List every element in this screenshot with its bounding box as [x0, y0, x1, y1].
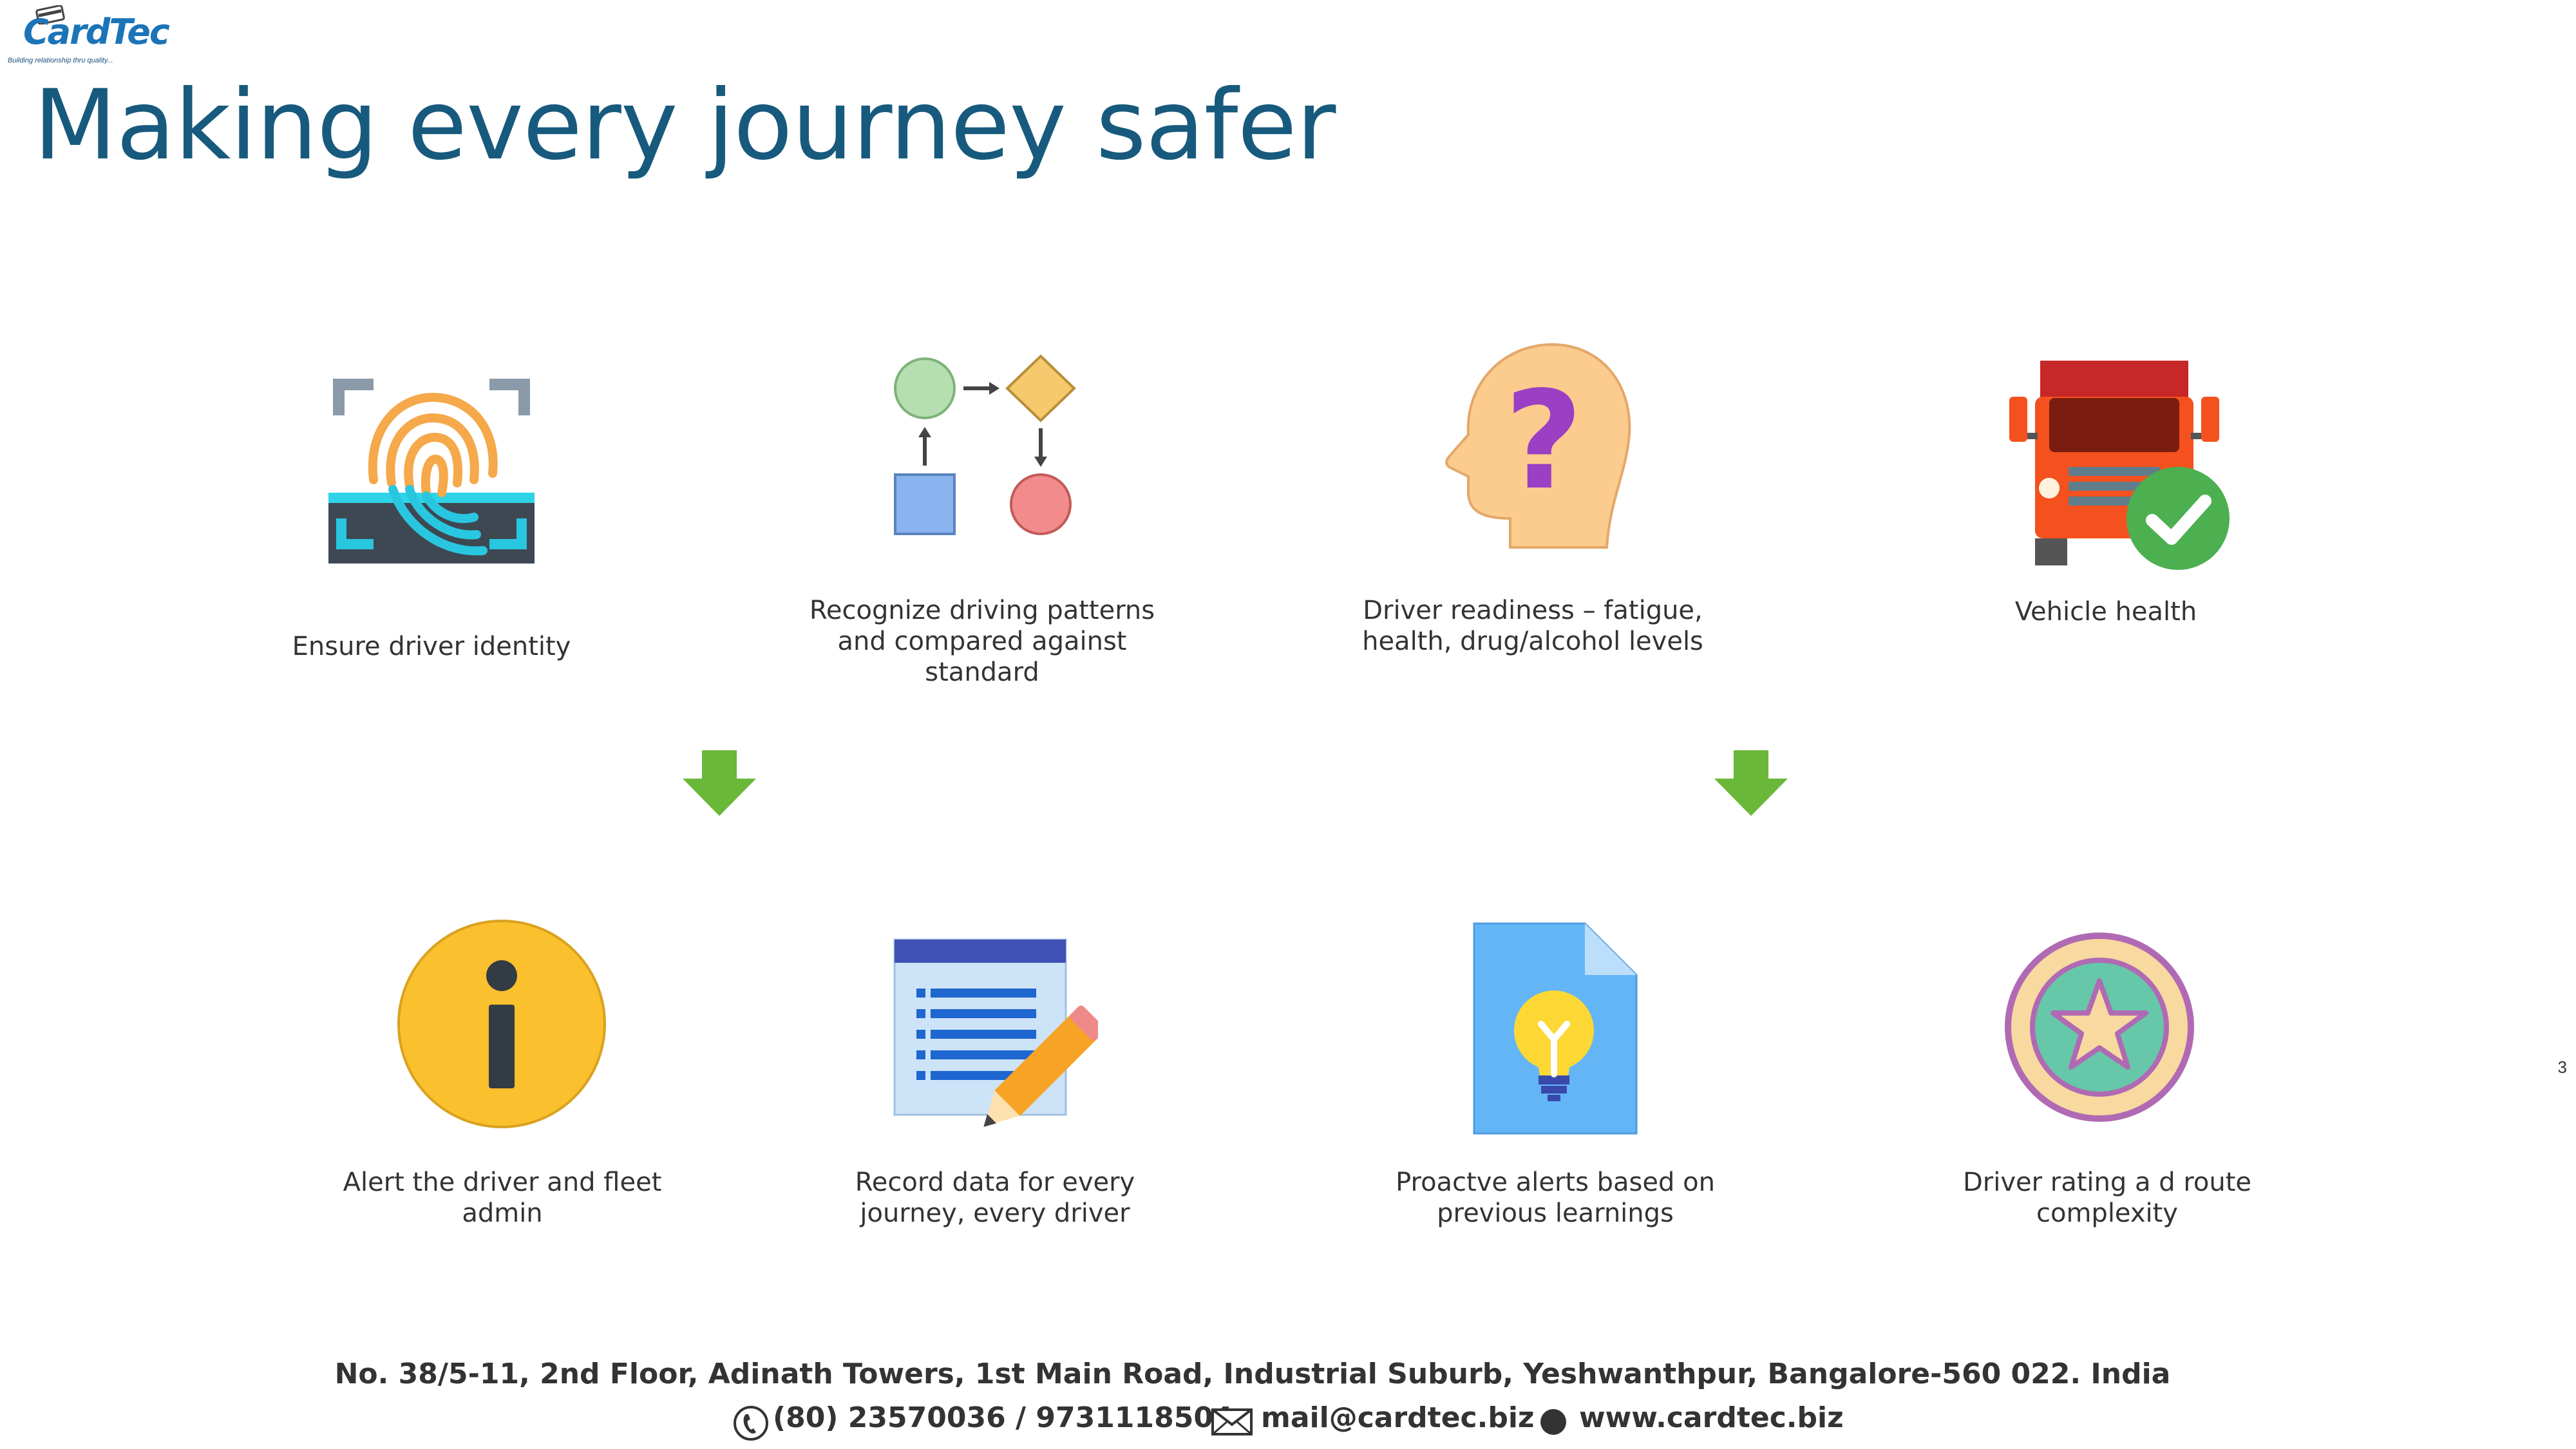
- fingerprint-scanner-icon: [328, 379, 535, 564]
- head-question-icon: ?: [1445, 343, 1631, 549]
- truck-check-icon: [2009, 361, 2230, 570]
- phone-icon: [734, 1406, 768, 1441]
- caption-ensure-driver-identity: Ensure driver identity: [292, 632, 571, 661]
- down-arrow-icon: [1714, 750, 1788, 816]
- lightbulb-document-icon: [1473, 922, 1638, 1135]
- page-title: Making every journey safer: [33, 70, 1336, 182]
- logo-wordmark: CardTec: [23, 12, 170, 52]
- down-arrow-icon: [683, 750, 756, 816]
- footer-address: No. 38/5-11, 2nd Floor, Adinath Towers, …: [334, 1358, 2171, 1390]
- logo-tagline: Building relationship thru quality...: [8, 57, 113, 64]
- mail-icon: [1211, 1408, 1253, 1435]
- record-document-icon: [893, 938, 1098, 1127]
- caption-vehicle-health: Vehicle health: [2014, 597, 2197, 627]
- flowchart-icon: [894, 354, 1076, 535]
- cardtec-logo: CardTec Building relationship thru quali…: [5, 5, 170, 64]
- globe-icon: [1540, 1409, 1566, 1435]
- star-badge-icon: [2005, 933, 2194, 1122]
- page-number: 3: [2557, 1057, 2567, 1077]
- footer-website[interactable]: www.cardtec.biz: [1579, 1401, 1844, 1434]
- caption-driver-rating: Driver rating a d route complexity: [1962, 1168, 2252, 1228]
- caption-record-data: Record data for every journey, every dri…: [855, 1168, 1135, 1228]
- footer-phone: (80) 23570036 / 9731118504: [773, 1401, 1233, 1434]
- info-alert-icon: [397, 920, 606, 1128]
- svg-text:?: ?: [1504, 362, 1583, 520]
- caption-recognize-driving-patterns: Recognize driving patterns and compared …: [809, 596, 1155, 687]
- caption-alert-driver: Alert the driver and fleet admin: [343, 1168, 662, 1228]
- footer-email[interactable]: mail@cardtec.biz: [1261, 1401, 1535, 1434]
- caption-proactive-alerts: Proactve alerts based on previous learni…: [1396, 1168, 1715, 1228]
- caption-driver-readiness: Driver readiness – fatigue, health, drug…: [1362, 596, 1703, 656]
- card-logo-icon: [35, 5, 65, 24]
